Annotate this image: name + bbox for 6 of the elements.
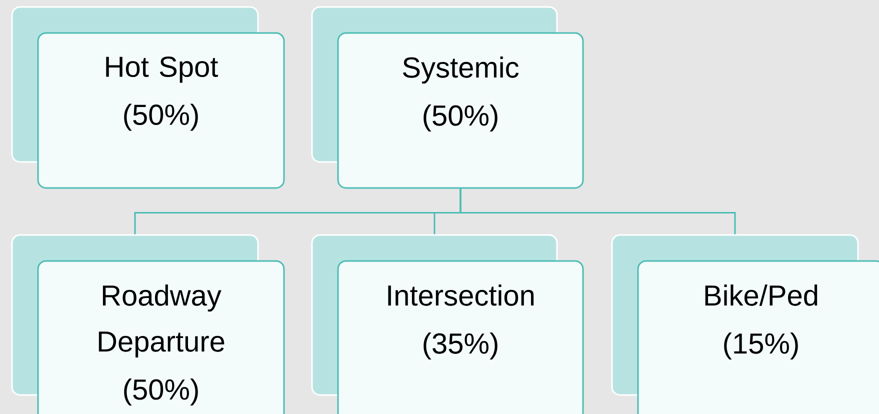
text-box: Roadway Departure (50%)	[11, 234, 285, 414]
connector-line	[460, 188, 736, 234]
text-box: Intersection (35%)	[311, 234, 584, 414]
text-box: Systemic (50%)	[311, 6, 584, 189]
text-box: Bike/Ped (15%)	[611, 234, 879, 414]
text-box: Hot Spot (50%)	[11, 6, 285, 189]
